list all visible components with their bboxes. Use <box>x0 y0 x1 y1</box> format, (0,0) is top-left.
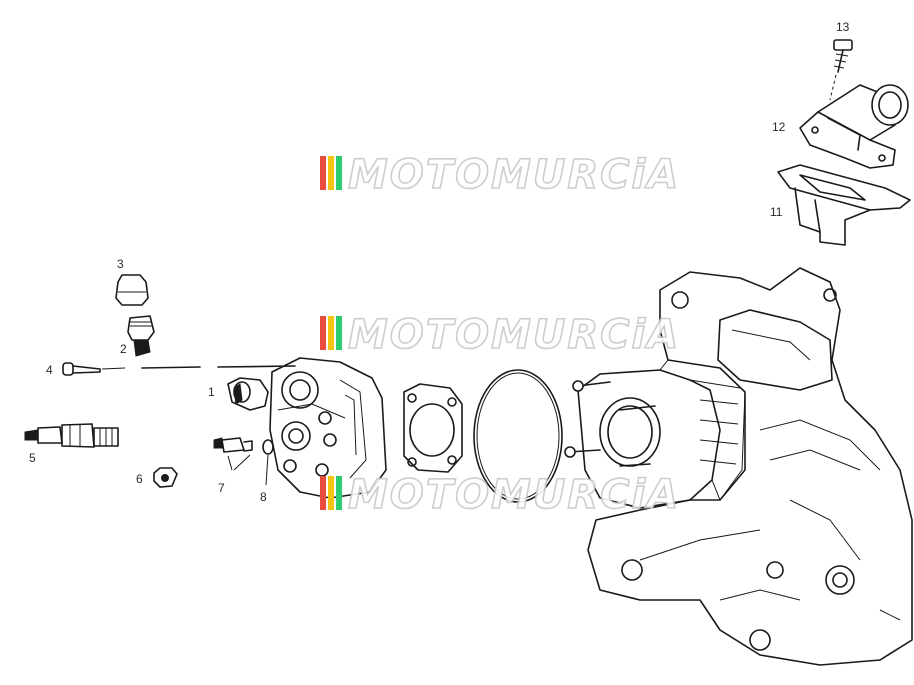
callout-13: 13 <box>836 20 850 34</box>
callout-4: 4 <box>46 363 53 377</box>
callout-11: 11 <box>770 205 783 219</box>
callout-1: 1 <box>208 385 215 399</box>
part-11-reed-valve <box>777 164 911 246</box>
cylinder-head <box>269 357 387 499</box>
callout-6: 6 <box>136 472 143 486</box>
watermark-top: MOTOMURCiA <box>320 151 680 199</box>
o-ring-seal <box>473 369 563 503</box>
part-6-nut <box>153 467 178 488</box>
part-4-screw <box>62 362 296 376</box>
callout-2: 2 <box>120 342 127 356</box>
callout-5: 5 <box>29 451 36 465</box>
crankcase <box>587 267 913 666</box>
part-1-thermostat <box>227 377 269 411</box>
callout-12: 12 <box>772 120 786 134</box>
watermark-bottom: MOTOMURCiA <box>320 471 680 519</box>
watermark-middle: MOTOMURCiA <box>320 311 680 359</box>
part-8-washer <box>262 439 274 486</box>
watermark-text-middle: MOTOMURCiA <box>348 312 680 358</box>
part-13-bolt <box>829 39 853 101</box>
watermark-text-bottom: MOTOMURCiA <box>348 472 680 518</box>
callout-3: 3 <box>117 257 124 271</box>
part-7-fitting <box>213 437 253 471</box>
watermark-text-top: MOTOMURCiA <box>348 152 680 198</box>
cylinder <box>564 359 746 509</box>
callout-8: 8 <box>260 490 267 504</box>
part-2-sensor <box>127 315 155 357</box>
part-12-intake-manifold <box>799 84 909 169</box>
part-3-cap <box>115 274 149 306</box>
part-5-spark-plug <box>24 423 119 448</box>
callout-7: 7 <box>218 481 225 495</box>
head-gasket <box>403 383 463 473</box>
